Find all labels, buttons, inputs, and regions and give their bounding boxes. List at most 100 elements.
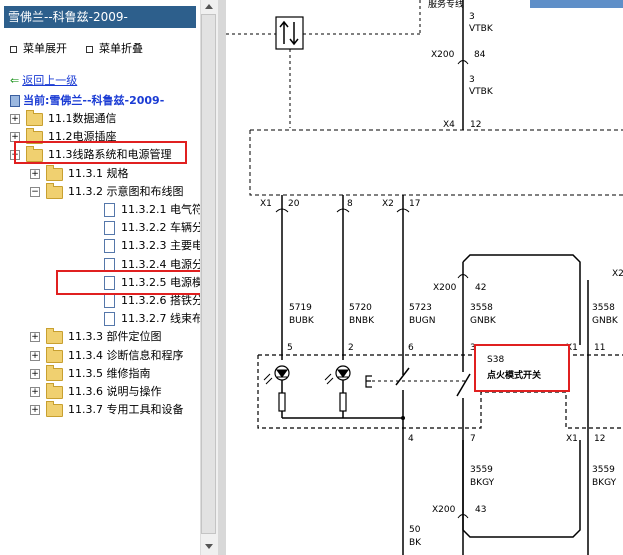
pin-label: 42 — [475, 283, 486, 293]
connector-label: X2 — [382, 199, 394, 209]
relay-box — [275, 16, 304, 50]
document-icon — [104, 221, 115, 235]
tree-item-label: 11.3线路系统和电源管理 — [48, 148, 172, 161]
folder-icon — [26, 128, 43, 144]
resistor-icon — [278, 392, 286, 412]
tree-item-label: 11.3.2.2 车辆分区策略 — [121, 221, 218, 234]
collapse-toggle-icon[interactable]: − — [30, 187, 40, 197]
document-icon — [104, 276, 115, 290]
back-link[interactable]: ⇐返回上一级 — [10, 74, 78, 87]
circuit-number: 3558 — [592, 303, 615, 313]
scrollbar-thumb[interactable] — [201, 14, 216, 534]
tree-item-label: 11.3.2.3 主要电气示意 — [121, 239, 218, 252]
connector-symbol — [336, 208, 350, 213]
pin-label: 3 — [470, 343, 476, 353]
led-diode-icon — [337, 369, 349, 378]
scroll-down-icon[interactable] — [205, 544, 213, 549]
wire-color: GNBK — [592, 316, 619, 326]
pin-label: 8 — [347, 199, 353, 209]
computer-icon — [10, 95, 20, 107]
circuit-number: 5723 — [409, 303, 432, 313]
folder-icon — [46, 383, 63, 399]
relay-arrows-icon — [279, 20, 299, 46]
junction-dot — [401, 416, 405, 420]
led-diode-icon — [276, 369, 288, 378]
connector-symbol — [457, 60, 469, 65]
wiring-diagram: 服务专线 3 VTBK X200 84 3 VTBK X4 12 X1 20 8… — [226, 0, 623, 555]
connector-label: X1 — [566, 343, 578, 353]
expand-toggle-icon[interactable]: + — [30, 369, 40, 379]
header-blue-band — [530, 0, 623, 8]
highlight-box-power-mode — [56, 270, 216, 295]
tree-item-label: 11.3.5 维修指南 — [68, 367, 151, 380]
highlight-box-power-mgmt — [14, 141, 187, 164]
pin-label: 4 — [408, 434, 414, 444]
tree-item-label: 11.3.1 规格 — [68, 167, 129, 180]
current-location: 当前:雪佛兰--科鲁兹-2009- — [10, 92, 164, 108]
wire-label: 3 — [469, 12, 475, 22]
tree-item-label: 11.3.2.6 搭铁分布示意 — [121, 294, 218, 307]
wire-color: BKGY — [592, 478, 617, 488]
circuit-number: 3558 — [470, 303, 493, 313]
tree-item-label: 11.3.2.5 电源模式示意 — [121, 276, 218, 289]
pin-label: 20 — [288, 199, 300, 209]
wire-label: VTBK — [469, 24, 494, 34]
wire-color: BKGY — [470, 478, 495, 488]
tree-item-label: 11.2电源插座 — [48, 130, 117, 143]
connector-label: X4 — [443, 120, 455, 130]
tree-item-label: 11.3.2 示意图和布线图 — [68, 185, 184, 198]
connector-symbol — [275, 208, 289, 213]
circuit-number: 50 — [409, 525, 421, 535]
scroll-up-icon[interactable] — [205, 4, 213, 9]
connector-label: X1 — [566, 434, 578, 444]
folder-icon — [26, 146, 43, 162]
expand-icon — [10, 45, 17, 53]
circuit-number: 5719 — [289, 303, 312, 313]
expand-toggle-icon[interactable]: + — [30, 332, 40, 342]
expand-toggle-icon[interactable]: + — [30, 387, 40, 397]
pin-label: 6 — [408, 343, 414, 353]
wire-color: BUGN — [409, 316, 435, 326]
document-icon — [104, 203, 115, 217]
pin-label: 2 — [348, 343, 354, 353]
document-icon — [104, 294, 115, 308]
expand-toggle-icon[interactable]: + — [10, 114, 20, 124]
folder-icon — [46, 165, 63, 181]
tree-item-label: 11.3.4 诊断信息和程序 — [68, 349, 184, 362]
wire-color: BK — [409, 538, 422, 548]
tree-item-label: 11.3.2.1 电气符号示意 — [121, 203, 218, 216]
circuit-number: 3559 — [592, 465, 615, 475]
led-rays-icon — [263, 373, 273, 385]
pin-label: 12 — [594, 434, 605, 444]
document-icon — [104, 312, 115, 326]
expand-all-button[interactable]: 菜单展开 — [10, 40, 67, 56]
pin-label: 12 — [470, 120, 481, 130]
expand-toggle-icon[interactable]: + — [30, 405, 40, 415]
wire-color: GNBK — [470, 316, 497, 326]
tree-item-label: 11.3.2.7 线束布线 — [121, 312, 214, 325]
back-arrow-icon: ⇐ — [10, 74, 20, 87]
connector-label: X200 — [433, 283, 457, 293]
highlight-box-switch — [474, 344, 570, 392]
expand-toggle-icon[interactable]: + — [30, 169, 40, 179]
pin-label: 17 — [409, 199, 420, 209]
expand-toggle-icon[interactable]: + — [30, 351, 40, 361]
connector-label: X1 — [260, 199, 272, 209]
module-box — [249, 129, 623, 196]
document-icon — [104, 239, 115, 253]
folder-icon — [46, 401, 63, 417]
switch-actuator-icon — [365, 375, 372, 388]
collapse-all-button[interactable]: 菜单折叠 — [86, 40, 143, 56]
pin-label: 11 — [594, 343, 605, 353]
ignition-module-bottom — [462, 440, 581, 538]
pin-label: 5 — [287, 343, 293, 353]
tree-item-label: 11.1数据通信 — [48, 112, 117, 125]
pane-divider[interactable] — [218, 0, 226, 555]
tree-item-label: 11.3.7 专用工具和设备 — [68, 403, 184, 416]
tree-item-label: 11.3.2.4 电源分布示意 — [121, 258, 218, 271]
wire-color: BUBK — [289, 316, 315, 326]
connector-symbol — [457, 274, 469, 279]
component-id: S38 — [487, 355, 504, 365]
led-rays-icon — [324, 373, 334, 385]
sidebar-title: 雪佛兰--科鲁兹-2009- — [4, 6, 196, 28]
